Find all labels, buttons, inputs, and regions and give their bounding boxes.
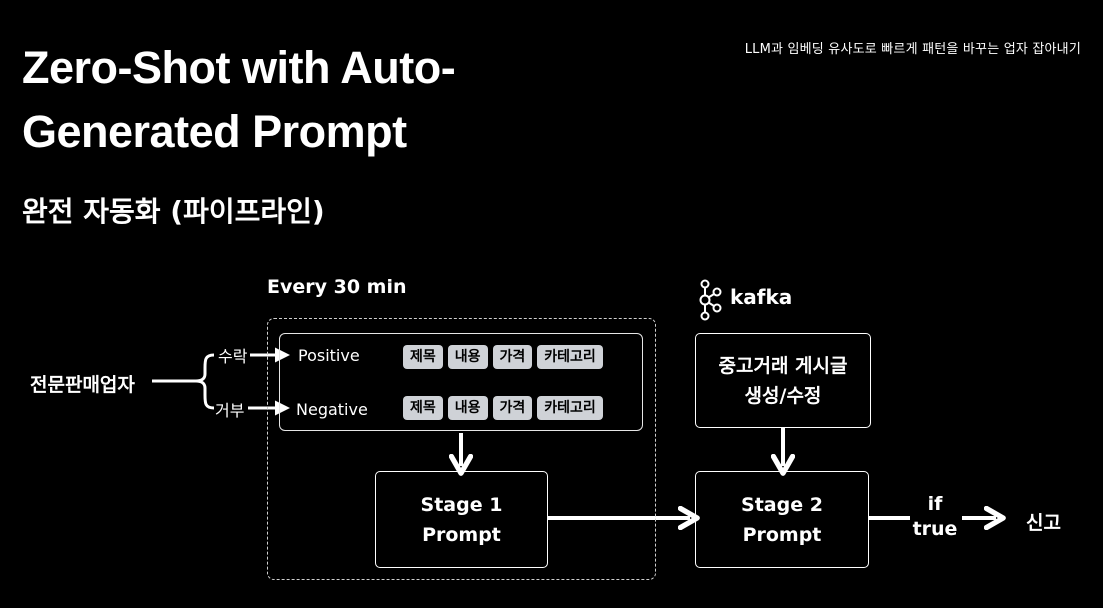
section-heading: 완전 자동화 (파이프라인) (22, 195, 325, 228)
branch-brace (195, 353, 215, 410)
stage2-prompt-box: Stage 2 Prompt (695, 471, 869, 568)
stage2-line-1: Stage 2 (741, 493, 823, 516)
post-box-line-2: 생성/수정 (744, 384, 822, 407)
negative-label: Negative (296, 400, 368, 419)
title-line-1: Zero-Shot with Auto- (22, 42, 456, 93)
slide-title: Zero-Shot with Auto- Generated Prompt (22, 36, 542, 164)
accept-label: 수락 (218, 347, 248, 366)
schedule-label: Every 30 min (267, 276, 407, 298)
example-set-box (279, 333, 643, 431)
field-chip-title: 제목 (403, 396, 443, 420)
condition-label: if true (910, 492, 960, 542)
reject-label: 거부 (215, 401, 245, 420)
top-right-caption: LLM과 임베딩 유사도로 빠르게 패턴을 바꾸는 업자 잡아내기 (744, 42, 1081, 57)
title-line-2: Generated Prompt (22, 106, 407, 157)
field-chip-category: 카테고리 (537, 345, 603, 369)
field-chip-price: 가격 (492, 396, 533, 420)
field-chip-price: 가격 (492, 345, 533, 369)
post-box-line-1: 중고거래 게시글 (718, 354, 848, 377)
positive-label: Positive (298, 346, 360, 365)
field-chip-title: 제목 (403, 345, 443, 369)
stage1-line-2: Prompt (422, 523, 501, 546)
scheduled-job-container (267, 318, 656, 580)
seller-label: 전문판매업자 (30, 374, 135, 396)
field-chip-content: 내용 (447, 396, 488, 420)
kafka-logo-icon (699, 279, 722, 321)
kafka-label: kafka (730, 285, 793, 309)
condition-line-1: if (927, 493, 943, 515)
report-label: 신고 (1026, 512, 1061, 534)
field-chip-category: 카테고리 (537, 396, 603, 420)
field-chip-content: 내용 (447, 345, 488, 369)
stage1-line-1: Stage 1 (420, 493, 503, 516)
stage1-prompt-box: Stage 1 Prompt (375, 471, 548, 568)
post-event-box: 중고거래 게시글 생성/수정 (695, 333, 871, 428)
negative-field-chips: 제목 내용 가격 카테고리 (403, 396, 603, 420)
positive-field-chips: 제목 내용 가격 카테고리 (403, 345, 603, 369)
stage2-line-2: Prompt (742, 523, 822, 546)
condition-line-2: true (912, 518, 958, 540)
